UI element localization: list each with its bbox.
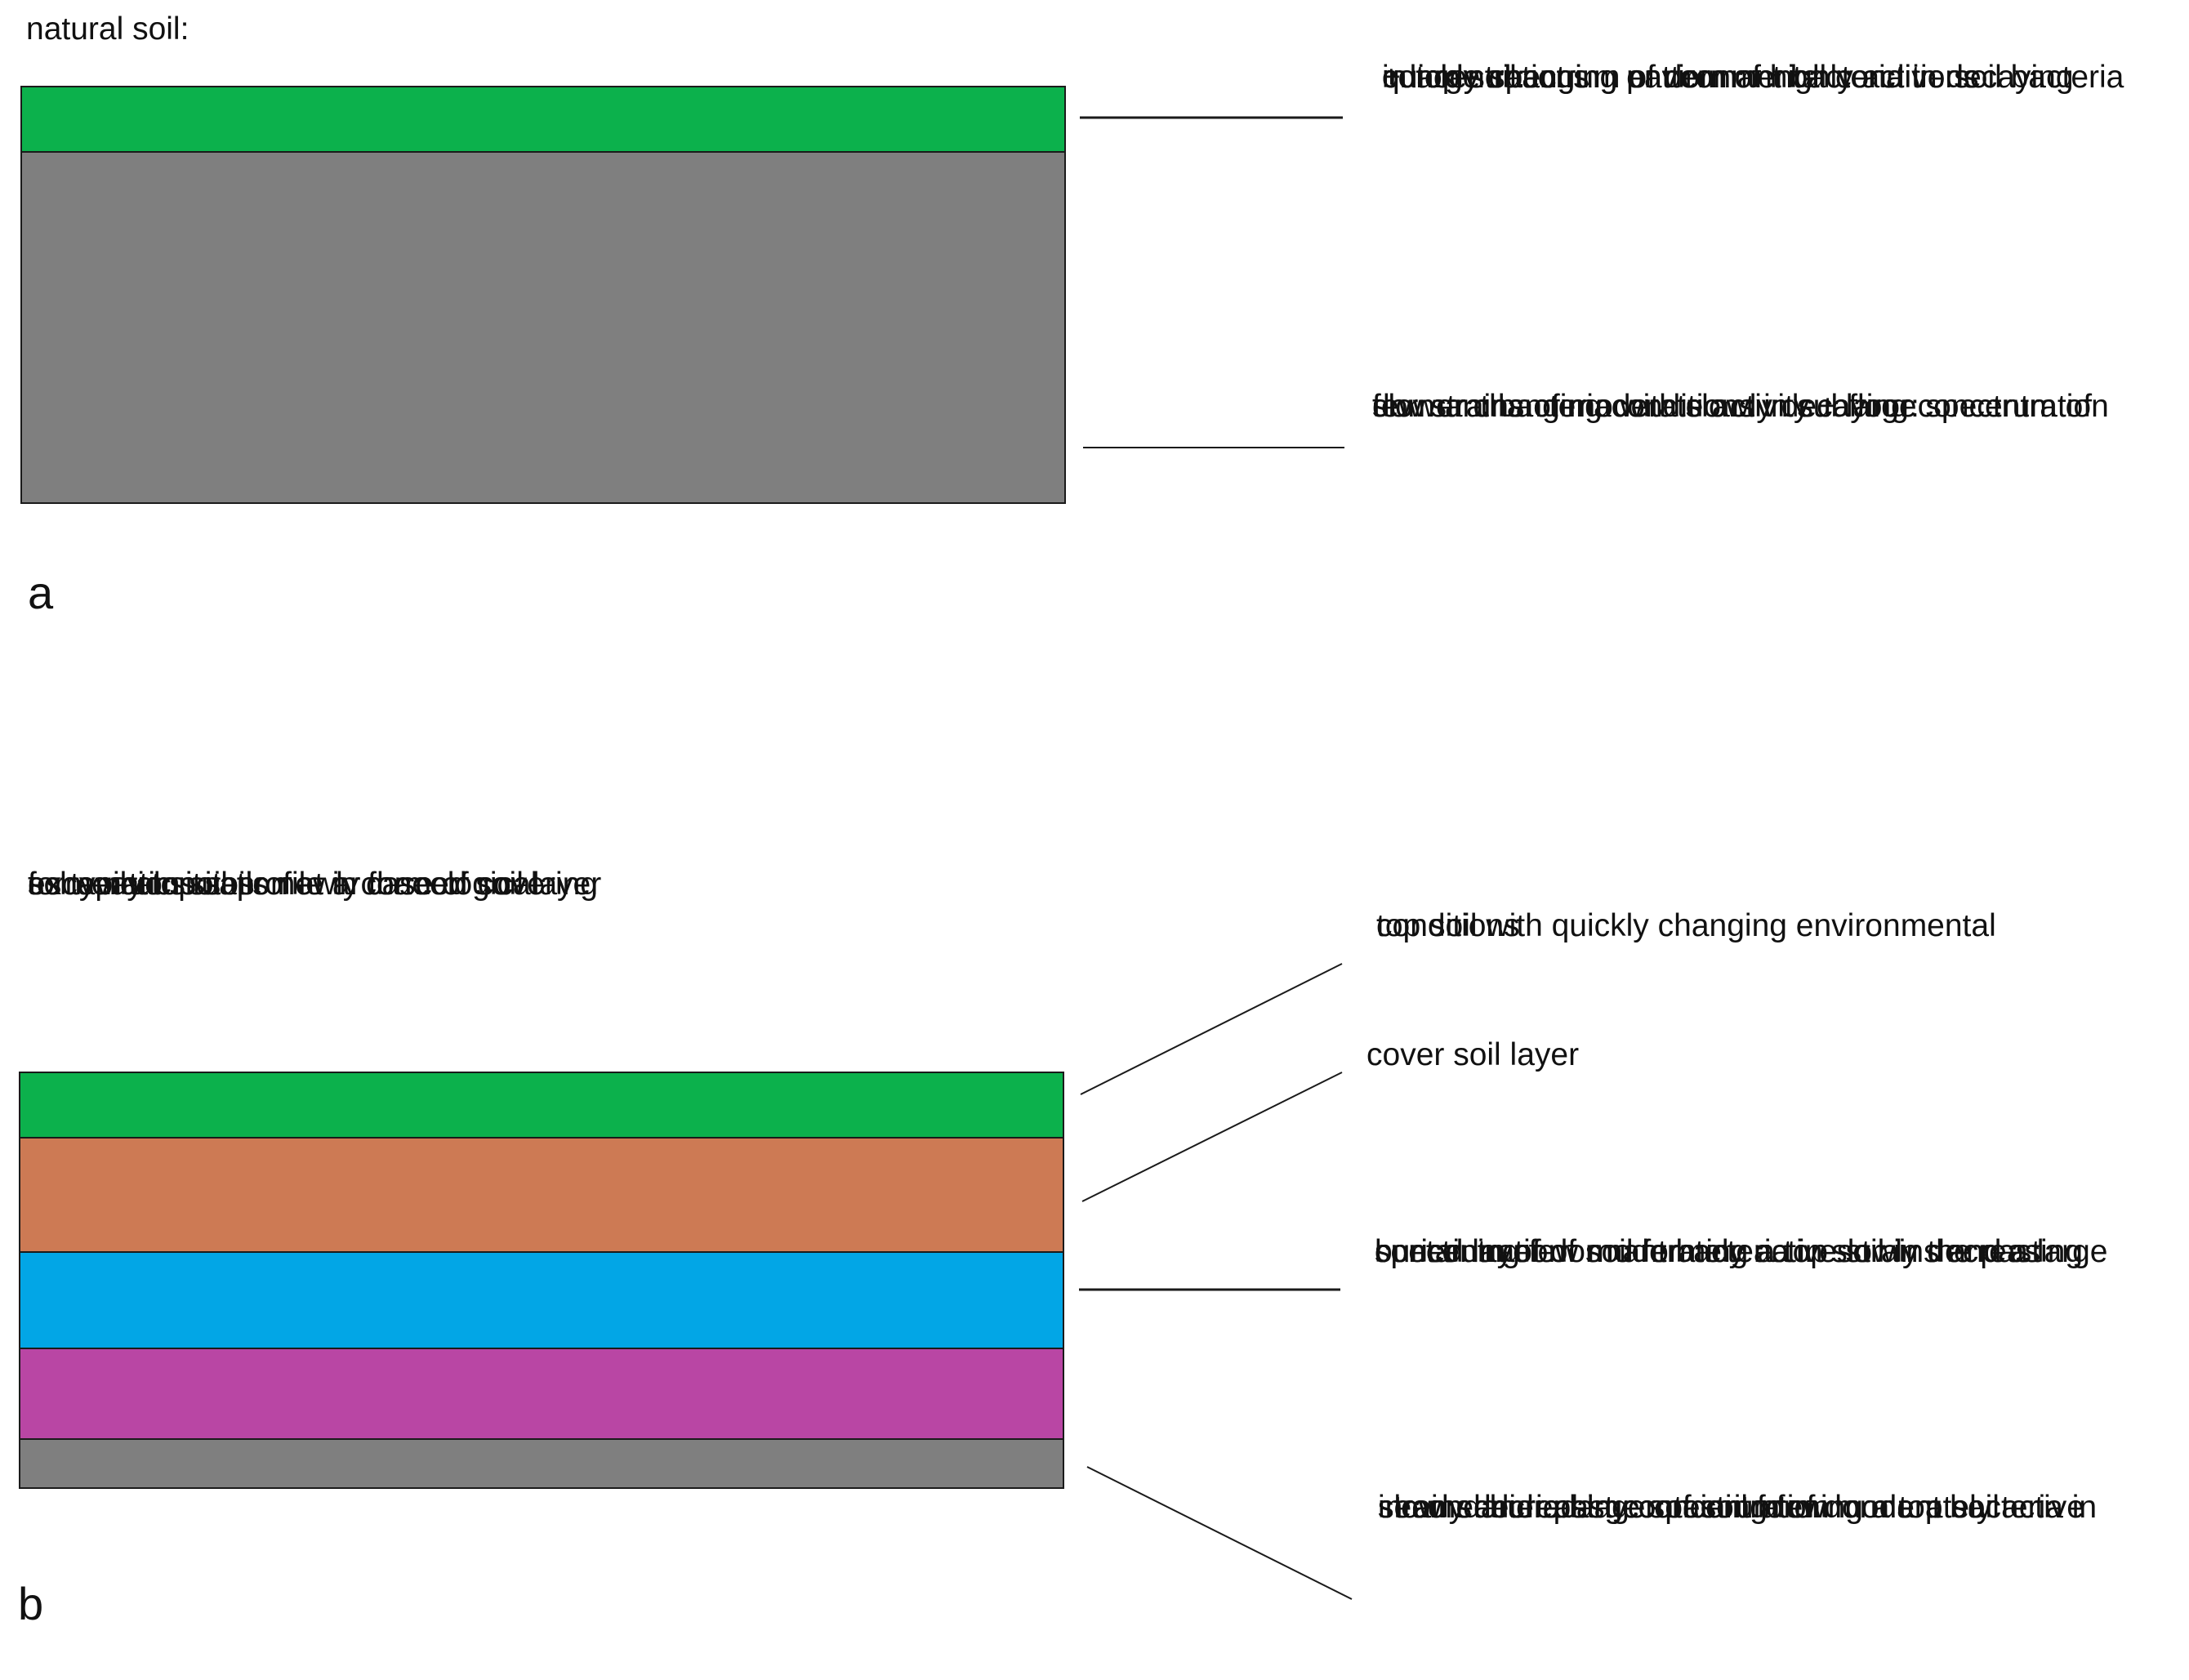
annotation-line: in top soil:: [1382, 60, 1526, 95]
annotation-line: top soil with quickly changing environme…: [1376, 908, 1996, 943]
panel-b-second-buried-layer: [19, 1348, 1064, 1440]
annotation-line: strains and a large spectrum of dormant …: [1378, 1490, 2098, 1525]
annotation-line: dormant bacteria with slowly decaying co…: [1372, 389, 2109, 424]
panel-b-label: b: [18, 1578, 44, 1629]
panel-a-label: a: [28, 567, 54, 618]
heading-line: schematic soil profile in case of coveri…: [28, 867, 598, 902]
annotation-line: cover soil layer: [1366, 1037, 1580, 1072]
annotation-line: concentration: [1375, 1234, 1567, 1269]
annotation-line: slowly decreasing concentration: [1378, 1490, 1830, 1525]
heading-line: formerly top soils newly formed soil lay…: [28, 867, 602, 902]
panel-a-top-soil-layer: [20, 86, 1066, 153]
panel-b-base-layer: [19, 1438, 1064, 1489]
annotation-line: concentrations: [1382, 60, 1589, 95]
panel-a-heading: natural soil:: [26, 11, 189, 47]
panel-b-top-soil-layer: [19, 1072, 1064, 1139]
annotation-line: buried layer of soil forming a top soil …: [1375, 1234, 2041, 1269]
panel-b-cover-soil-layer: [19, 1137, 1064, 1253]
heading-line: excavation sites:: [28, 867, 264, 902]
leader-line-b-top-soil: [1080, 963, 1343, 1095]
annotation-line: few strains of moderate activity + large…: [1372, 389, 2093, 424]
annotation-line: spectrum of dormant bacteria in slowly d…: [1375, 1234, 2084, 1269]
leader-line-b-cover-soil: [1081, 1072, 1343, 1202]
annotation-line: + large spectrum of dormant bacteria in …: [1382, 60, 2074, 95]
heading-line: as typical situation at archaeological: [28, 867, 538, 902]
annotation-line: second buried layer of soil forming a to…: [1378, 1490, 2000, 1525]
annotation-line: slower changing conditions in subfloor:: [1372, 389, 1919, 424]
annotation-line: quickly changing environmental condition…: [1382, 60, 1979, 95]
annotation-line: in an earlier past containing few modera…: [1378, 1490, 2084, 1525]
annotation-line: quickly changing pattern of highly activ…: [1382, 60, 2124, 95]
annotation-line: conditions: [1376, 908, 1520, 943]
panel-a-subfloor-layer: [20, 151, 1066, 504]
annotation-line: containing few moderately active strains…: [1375, 1234, 2108, 1269]
leader-line-b-second-buried-layer: [1086, 1466, 1353, 1600]
